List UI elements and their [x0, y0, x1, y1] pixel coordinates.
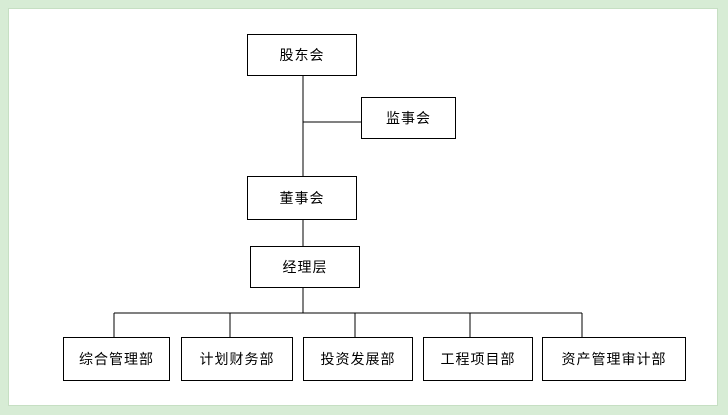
node-board: 董事会	[247, 176, 357, 220]
node-dept-engineering: 工程项目部	[423, 337, 533, 381]
node-dept-asset-audit: 资产管理审计部	[542, 337, 686, 381]
node-supervisors: 监事会	[361, 97, 456, 139]
node-dept-finance: 计划财务部	[181, 337, 293, 381]
node-shareholders: 股东会	[247, 34, 357, 76]
node-dept-general: 综合管理部	[63, 337, 170, 381]
node-dept-investment: 投资发展部	[303, 337, 413, 381]
node-management: 经理层	[250, 246, 360, 288]
